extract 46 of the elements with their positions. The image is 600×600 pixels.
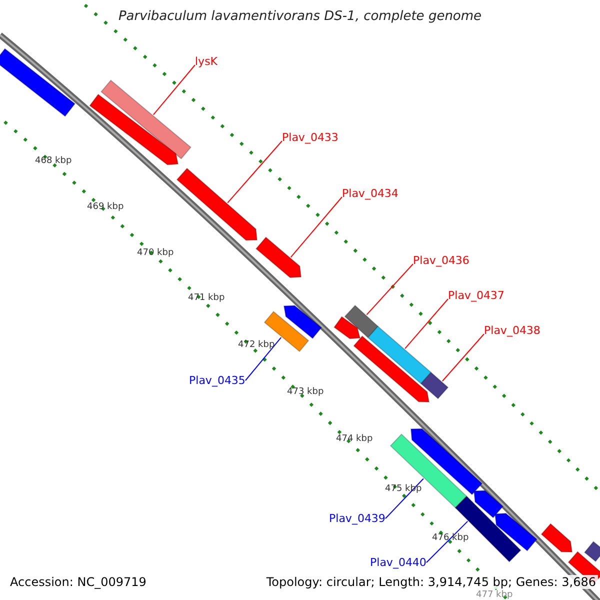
gene-label: Plav_0437 [448,290,504,301]
gene-segment [89,94,179,166]
gene-label: Plav_0433 [282,132,338,143]
gene-segment [283,305,322,340]
gene-label: Plav_0435 [189,375,246,386]
gene-segment [584,540,600,562]
leader-line [384,478,424,519]
accession-text: Accession: NC_009719 [8,575,148,589]
position-label: 474 kbp [336,435,373,444]
gene-segment [100,80,192,160]
leader-line [442,334,484,382]
position-label: 468 kbp [35,157,72,166]
title: Parvibaculum lavamentivorans DS-1, complete genome [117,10,483,23]
position-label: 471 kbp [188,294,225,303]
gene-segment [255,236,302,278]
position-label: 476 kbp [432,534,469,543]
gene-label: Plav_0436 [413,255,470,266]
position-label: 472 kbp [238,341,275,350]
gene-label: lysK [195,56,218,67]
gene-segment [540,523,573,552]
gene-segment [344,304,379,338]
gene-segment [473,490,504,518]
leader-line [244,336,282,381]
leader-line [152,64,196,116]
gene-label: Plav_0434 [342,188,398,199]
gene-segment [420,372,449,400]
position-label: 477 kbp [476,591,513,600]
gene-segment [334,316,361,340]
gene-label: Plav_0439 [329,513,386,524]
position-label: 469 kbp [87,203,124,212]
gene-segment [176,168,258,241]
gene-segment [454,496,522,562]
gene-segment [494,512,538,552]
gene-segment [367,326,432,384]
gene-segment [0,48,76,117]
gene-label: Plav_0438 [484,325,540,336]
leader-line [366,264,414,316]
leader-line [227,140,282,204]
position-label: 470 kbp [137,249,174,258]
leader-line [290,196,342,258]
leader-line [426,520,468,563]
genome-stats-text: Topology: circular; Length: 3,914,745 bp; Genes: 3,686 [264,575,598,589]
position-label: 473 kbp [287,388,324,397]
leader-line [404,298,448,350]
gene-label: Plav_0440 [370,557,426,568]
gene-segment [353,335,430,403]
